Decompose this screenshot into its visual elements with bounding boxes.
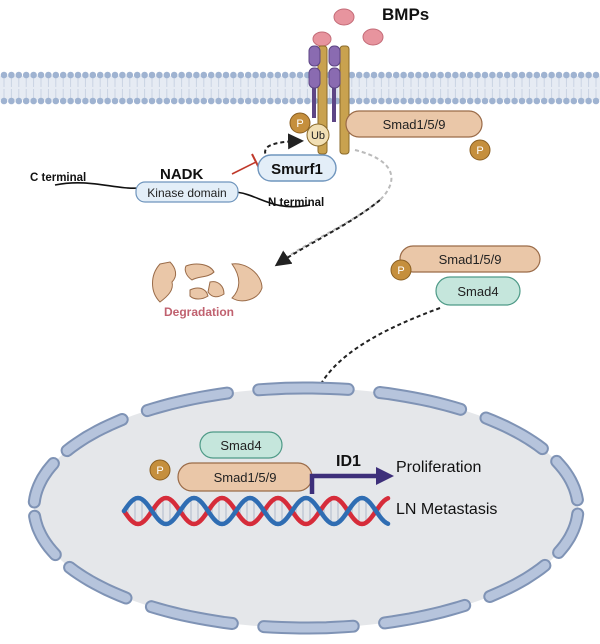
nuclear-pore-segment: [380, 600, 470, 628]
bmp-ligands: [312, 8, 384, 47]
bmp-ligand: [362, 28, 384, 46]
ub-label: Ub: [311, 130, 325, 142]
degradation-arrow: [274, 199, 381, 267]
nuclear-pore-segment: [375, 388, 466, 414]
nuclear-pore-segment: [554, 509, 583, 557]
smurf1-protein: Smurf1: [257, 154, 337, 182]
nuclear-pore-segment: [29, 459, 58, 507]
id1-arrow: [309, 467, 394, 494]
kinase-domain: [135, 181, 239, 203]
bmps-label: BMPs: [382, 5, 429, 24]
dna-strand: [121, 495, 391, 527]
nuclear-pore-segment: [485, 560, 550, 601]
degradation-fragments: [152, 261, 263, 303]
nucleus: [27, 381, 585, 635]
degradation-label: Degradation: [164, 305, 234, 319]
smad159-receptor: Smad1/5/9 P: [345, 110, 491, 161]
dna-strand: [121, 495, 391, 527]
cell-membrane: [0, 71, 600, 105]
nuclear-pore-segment: [552, 456, 582, 505]
smad159-label: Smad1/5/9: [214, 470, 277, 485]
nuclear-pore-segment: [254, 383, 353, 395]
membrane-inner-leaflet: [0, 89, 600, 105]
nadk-protein: Kinase domain C terminal N terminal NADK: [30, 166, 324, 209]
smad159-label: Smad1/5/9: [439, 252, 502, 267]
phospho-label: P: [476, 145, 483, 157]
smad4-label: Smad4: [220, 438, 261, 453]
bmp-ligand: [333, 8, 355, 26]
c-terminal-label: C terminal: [30, 172, 86, 184]
smurf1-label: Smurf1: [271, 161, 323, 178]
nadk-n-tail: [235, 191, 311, 208]
ubiquitin: Ub: [306, 123, 330, 147]
nadk-inhibits-smurf1: [231, 153, 261, 175]
nuclear-pore-segment: [30, 511, 60, 560]
nuclear-pore-segment: [481, 413, 547, 454]
nadk-label: NADK: [160, 166, 203, 183]
nuclear-pore-segment: [65, 562, 131, 603]
proliferation-label: Proliferation: [396, 459, 481, 476]
n-terminal-label: N terminal: [268, 197, 324, 209]
smad159-label: Smad1/5/9: [383, 117, 446, 132]
kinase-domain-label: Kinase domain: [147, 186, 226, 200]
phospho-label: P: [397, 265, 404, 277]
nuclear-pore-segment: [146, 602, 237, 628]
nuclear-pore-segment: [142, 388, 232, 416]
degradation-path-grey: [277, 149, 393, 265]
nuclear-smad-complex: Smad4 Smad1/5/9 P: [149, 431, 313, 492]
nuclear-envelope: [27, 381, 585, 635]
bmp-ligand: [312, 31, 332, 47]
cytoplasmic-smad-complex: Smad1/5/9 P Smad4: [390, 245, 541, 306]
smad4-label: Smad4: [457, 284, 498, 299]
id1-label: ID1: [336, 453, 361, 470]
ln-metastasis-label: LN Metastasis: [396, 501, 497, 518]
receptor-phospho: P: [289, 112, 311, 134]
nuclear-pore-segment: [62, 415, 127, 456]
phospho-label: P: [156, 465, 163, 477]
phospho-label: P: [296, 118, 303, 130]
dna-helix: [121, 495, 391, 527]
nuclear-pore-segment: [259, 621, 358, 633]
nuclear-translocation-arrow: [306, 307, 441, 412]
nadk-c-tail: [54, 182, 141, 190]
